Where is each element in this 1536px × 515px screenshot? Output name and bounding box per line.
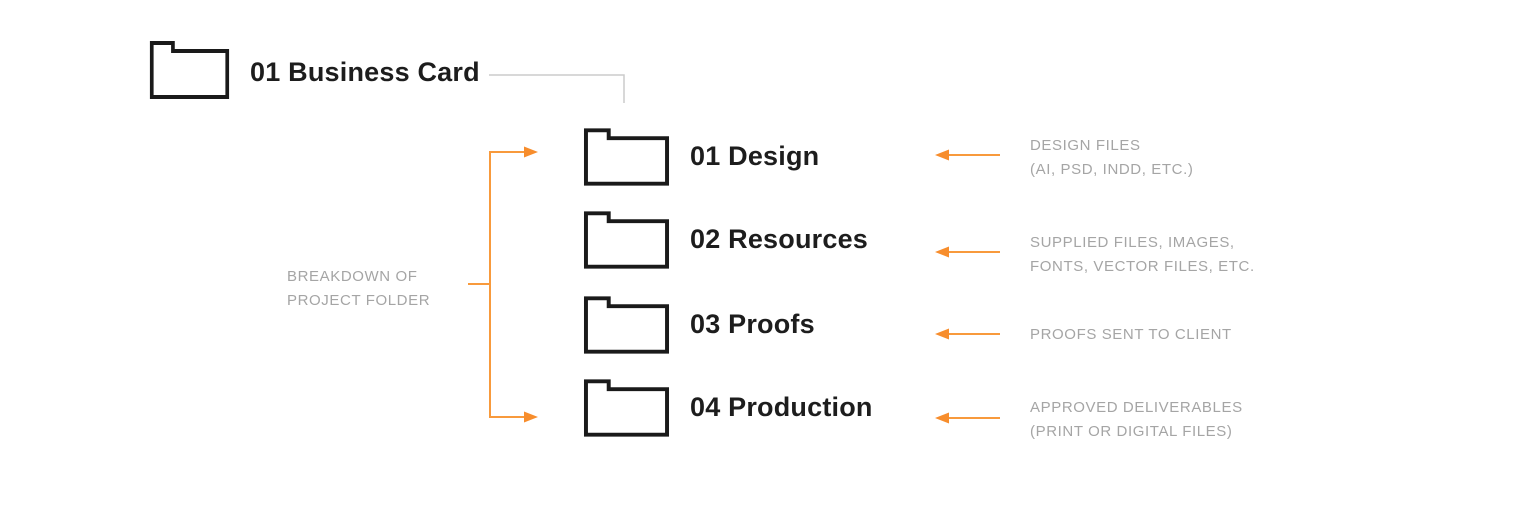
note-design: DESIGN FILES (AI, PSD, INDD, ETC.) (1030, 134, 1193, 182)
note-production-line2: (PRINT OR DIGITAL FILES) (1030, 423, 1233, 440)
note-resources-line2: FONTS, VECTOR FILES, ETC. (1030, 258, 1255, 275)
subfolder-label-proofs: 03 Proofs (690, 309, 815, 339)
arrow-right-icon (490, 146, 538, 158)
note-resources: SUPPLIED FILES, IMAGES, FONTS, VECTOR FI… (1030, 231, 1255, 279)
subfolder-label-resources: 02 Resources (690, 224, 869, 254)
arrow-left-icon (935, 328, 1000, 340)
left-annotation-line2: PROJECT FOLDER (287, 292, 431, 309)
note-resources-line1: SUPPLIED FILES, IMAGES, (1030, 234, 1235, 251)
arrow-left-icon (935, 412, 1000, 424)
left-annotation: BREAKDOWN OF PROJECT FOLDER (287, 265, 430, 313)
folder-icon (583, 296, 670, 354)
note-proofs-line1: PROOFS SENT TO CLIENT (1030, 326, 1232, 343)
note-proofs: PROOFS SENT TO CLIENT (1030, 323, 1232, 347)
folder-icon (583, 211, 670, 269)
elbow-connector (489, 74, 625, 103)
folder-icon (583, 379, 670, 437)
arrow-left-icon (935, 246, 1000, 258)
subfolder-label-production: 04 Production (690, 392, 873, 422)
arrow-right-icon (490, 411, 538, 423)
folder-icon (149, 41, 230, 99)
subfolder-icon-design (583, 125, 670, 187)
bracket-tick-line (468, 283, 491, 285)
subfolder-label-design: 01 Design (690, 141, 820, 171)
subfolder-icon-proofs (583, 293, 670, 355)
note-production: APPROVED DELIVERABLES (PRINT OR DIGITAL … (1030, 396, 1243, 444)
left-annotation-line1: BREAKDOWN OF (287, 268, 418, 285)
folder-icon (583, 128, 670, 186)
root-folder-icon (149, 38, 230, 100)
note-design-line2: (AI, PSD, INDD, ETC.) (1030, 161, 1194, 178)
note-production-line1: APPROVED DELIVERABLES (1030, 399, 1243, 416)
arrow-left-icon (935, 149, 1000, 161)
subfolder-icon-production (583, 376, 670, 438)
subfolder-icon-resources (583, 208, 670, 270)
note-design-line1: DESIGN FILES (1030, 137, 1141, 154)
root-folder-label: 01 Business Card (250, 57, 480, 87)
